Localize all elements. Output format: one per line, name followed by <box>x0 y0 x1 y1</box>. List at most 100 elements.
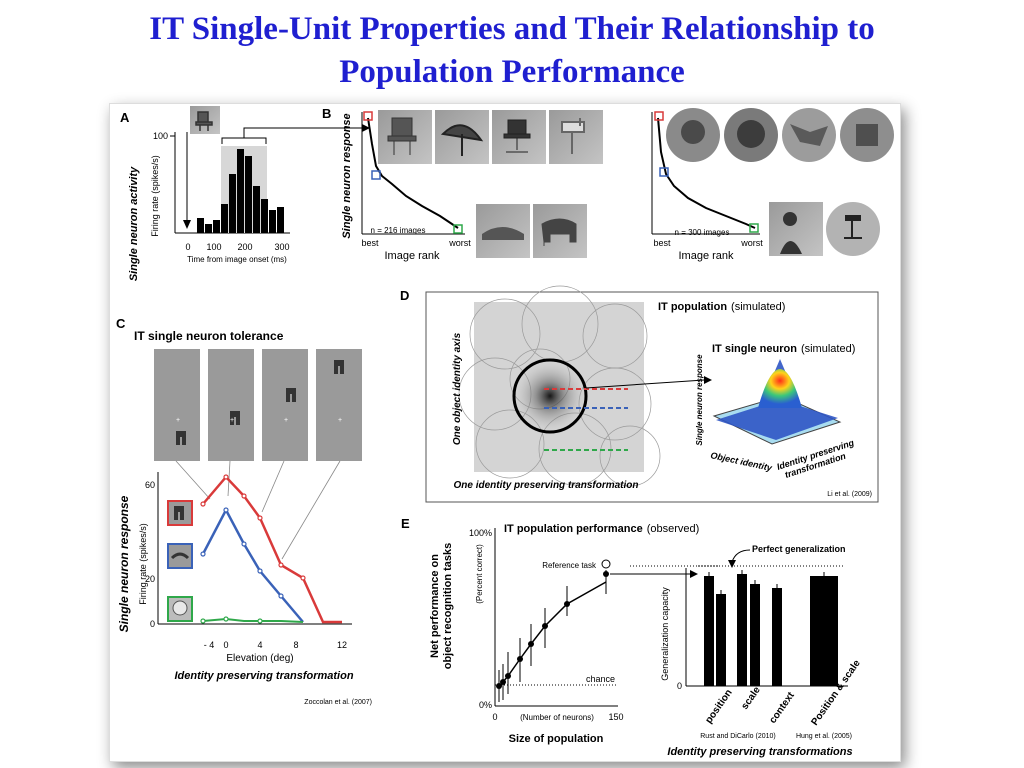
panel-b-n-left: n = 216 images <box>371 226 426 235</box>
panel-a: A Single neuron activity Firing rate (sp… <box>120 106 370 281</box>
hist-bar <box>237 149 244 233</box>
panel-c-xtick: 4 <box>257 640 262 650</box>
panel-c-letter: C <box>116 316 126 331</box>
panel-d-pop-title: IT population (simulated) <box>658 301 785 313</box>
bar-label: context <box>767 690 797 726</box>
panel-e-xsub: (Number of neurons) <box>520 713 594 722</box>
panel-c-citation: Zoccolan et al. (2007) <box>304 699 372 706</box>
arrow-a-to-b <box>243 127 362 138</box>
best-images-left <box>378 110 603 164</box>
legend-object-blue <box>167 543 193 569</box>
panel-e-ybottom: 0% <box>479 700 492 710</box>
hist-bar <box>245 156 252 233</box>
neuron-title-rest: (simulated) <box>801 343 855 355</box>
panel-c-ytick: 20 <box>145 574 155 584</box>
e-title-bold: IT population performance <box>504 523 643 535</box>
title-line-2: Population Performance <box>339 54 685 90</box>
panel-a-y-outer: Single neuron activity <box>128 166 140 281</box>
panel-e-genzero: 0 <box>677 681 682 691</box>
panel-d-yaxis: One object identity axis <box>452 332 463 445</box>
hist-bar <box>197 218 204 233</box>
population-blob <box>514 360 586 432</box>
panel-b-best-left: best <box>361 238 379 248</box>
panel-a-histogram <box>197 149 284 233</box>
panel-b-worst-left: worst <box>448 238 471 248</box>
generalization-bars <box>704 574 838 686</box>
panel-b-n-right: n = 300 images <box>675 228 730 237</box>
bar-error-ticks <box>708 570 825 598</box>
hist-bar <box>221 204 228 233</box>
panel-b-xlabel-left: Image rank <box>384 250 440 262</box>
panel-b-ylabel: Single neuron response <box>341 113 353 238</box>
performance-points <box>496 571 609 689</box>
highlight-circle <box>512 358 588 434</box>
svg-text:+: + <box>230 417 234 424</box>
bar-label: position <box>703 688 734 726</box>
panel-d-zlabel: Single neuron response <box>695 354 704 446</box>
bar-position-scale <box>810 576 838 686</box>
figure-panel: A Single neuron activity Firing rate (sp… <box>109 103 901 762</box>
bar-context <box>772 588 782 686</box>
hist-bar <box>269 210 276 233</box>
panel-c-ytick: 60 <box>145 480 155 490</box>
slide-title: IT Single-Unit Properties and Their Rela… <box>0 8 1024 94</box>
bar-scale-2 <box>750 584 760 686</box>
panel-e-reference: Reference task <box>542 561 597 570</box>
series-red <box>202 475 342 624</box>
panel-b-worst-right: worst <box>740 238 763 248</box>
title-line-1: IT Single-Unit Properties and Their Rela… <box>149 11 875 47</box>
best-marker <box>363 111 373 121</box>
hist-bar <box>253 186 260 233</box>
panel-a-y-tick: 100 <box>153 131 168 141</box>
chair-icon <box>195 111 213 131</box>
bar-label: scale <box>739 685 763 712</box>
panel-e-genlabel: Generalization capacity <box>660 587 670 681</box>
stimulus-connectors <box>175 460 341 560</box>
svg-text:+: + <box>176 417 180 424</box>
panel-a-letter: A <box>120 110 130 125</box>
panel-c-xtick: - 4 <box>204 640 215 650</box>
panel-e-x-outer: Identity preserving transformations <box>667 746 852 758</box>
svg-text:+: + <box>284 417 288 424</box>
panel-a-xtick: 200 <box>237 242 252 252</box>
panel-a-xlabel: Time from image onset (ms) <box>187 255 287 264</box>
panel-a-xtick: 0 <box>185 242 190 252</box>
panel-e-cite2: Hung et al. (2005) <box>796 733 852 740</box>
bar-scale-1 <box>737 574 747 686</box>
panel-d-citation: Li et al. (2009) <box>827 491 872 498</box>
panel-c-y-outer: Single neuron response <box>117 495 131 632</box>
pop-title-bold: IT population <box>658 301 727 313</box>
panel-e-xtick: 150 <box>608 712 623 722</box>
rank-curve-right <box>657 117 756 229</box>
panel-c: C IT single neuron tolerance + + + + Sin… <box>116 316 372 706</box>
panel-e-chance: chance <box>586 674 615 684</box>
bar-position-2 <box>716 594 726 686</box>
neuron-title-bold: IT single neuron <box>712 343 797 355</box>
panel-c-ytick: 0 <box>150 619 155 629</box>
pop-title-rest: (simulated) <box>731 301 785 313</box>
panel-c-xtick: 8 <box>293 640 298 650</box>
panel-c-xtick: 12 <box>337 640 347 650</box>
stimulus-frames: + + + + <box>154 349 362 461</box>
panel-e-title: IT population performance (observed) <box>504 523 699 535</box>
panel-d-neuron-title: IT single neuron (simulated) <box>712 343 855 355</box>
hist-bar <box>213 220 220 233</box>
panel-b-best-right: best <box>653 238 671 248</box>
panel-e-ylabel-1: Net performance on <box>429 554 441 658</box>
stimulus-frame <box>262 349 308 461</box>
panel-a-bracket <box>221 137 267 144</box>
worst-images-right <box>769 202 880 256</box>
stimulus-frame <box>208 349 254 461</box>
panel-e-letter: E <box>401 516 410 531</box>
mid-marker <box>659 167 669 177</box>
rank-curve-left <box>367 117 459 229</box>
series-green <box>202 617 304 623</box>
panel-b-xlabel-right: Image rank <box>678 250 734 262</box>
e-title-rest: (observed) <box>647 523 700 535</box>
panel-e-xtick: 0 <box>492 712 497 722</box>
worst-marker <box>453 224 463 234</box>
panel-c-y-inner: Firing rate (spikes/s) <box>138 523 148 605</box>
panel-c-xlabel: Elevation (deg) <box>226 653 293 664</box>
image-grinder <box>549 110 603 164</box>
panel-a-xtick: 300 <box>274 242 289 252</box>
